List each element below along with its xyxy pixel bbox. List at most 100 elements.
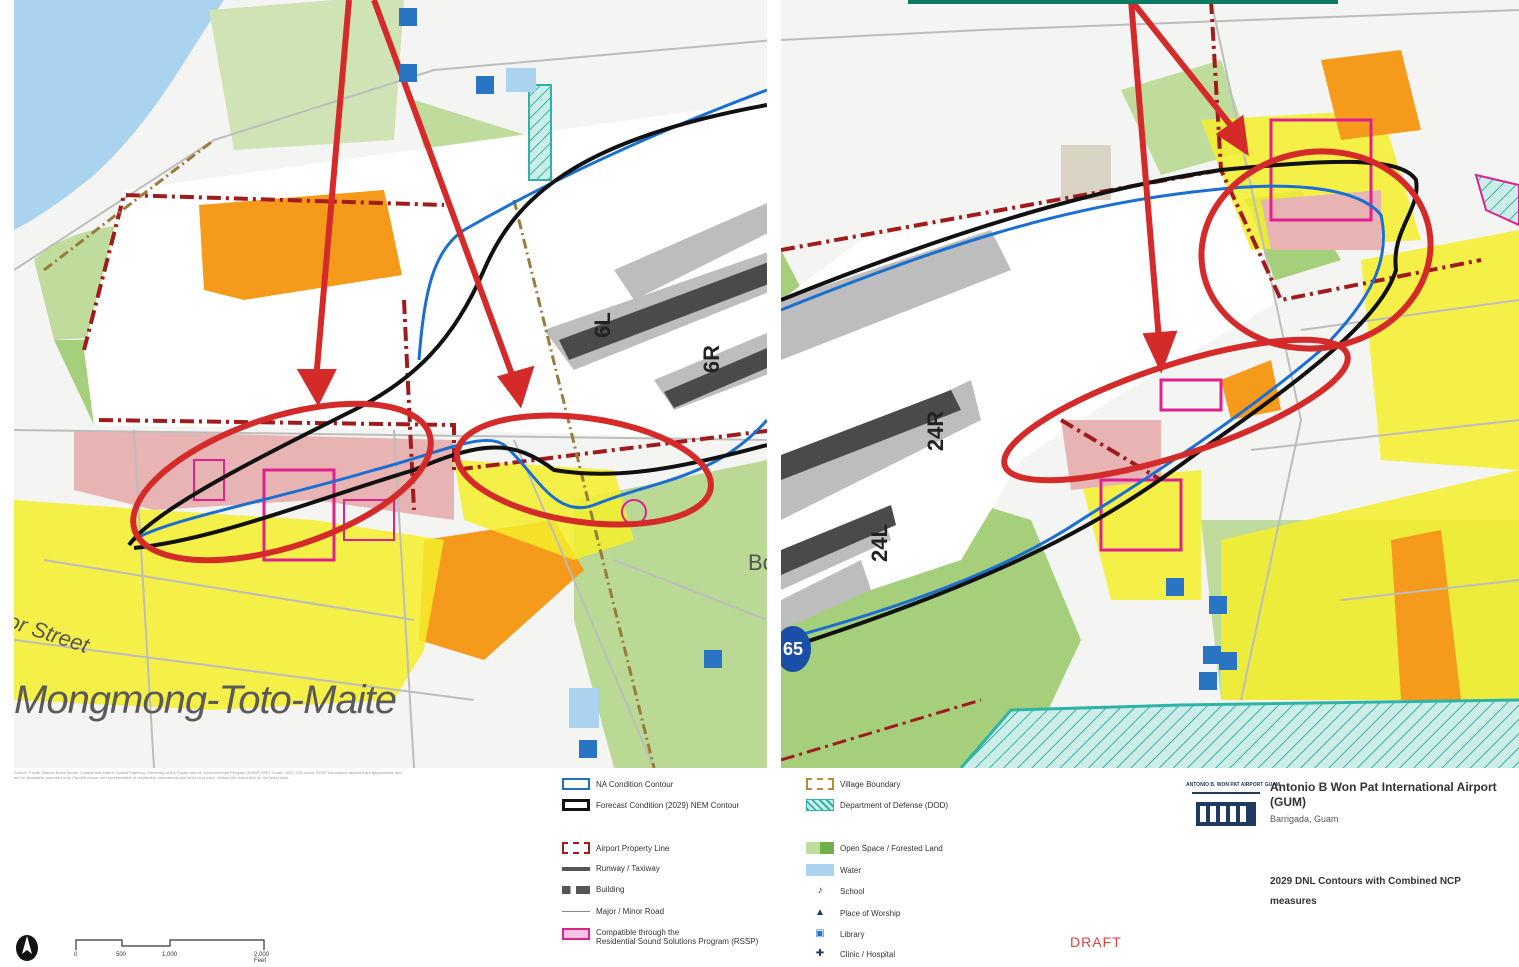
legend-item-dod: Department of Defense (DOD) [806, 799, 948, 811]
dod-boundary [959, 698, 1519, 768]
water-body [506, 68, 536, 92]
callout-arrows [296, 0, 535, 409]
legend-label: Building [596, 885, 625, 894]
map-right-canvas [781, 0, 1519, 768]
scale-tick: 1,000 [162, 952, 178, 958]
legend-label: School [840, 886, 865, 896]
library-markers [1166, 578, 1237, 690]
green-area [209, 0, 404, 150]
library-markers [399, 8, 722, 758]
legend-label: NA Condition Contour [596, 779, 674, 789]
legend-label: Department of Defense (DOD) [840, 800, 949, 810]
na-contour-line [781, 184, 1385, 642]
legend-label: Clinic / Hospital [840, 949, 896, 959]
clinic-icon: ✚ [815, 948, 825, 959]
legend-label: Forecast Condition (2029) NEM Contour [596, 800, 740, 810]
legend-item-runway: Runway / Taxiway [562, 864, 660, 873]
na-contour-line [133, 419, 767, 542]
airport-location: Barrigada, Guam [1270, 814, 1339, 824]
legend-item-open-space: Open Space / Forested Land [806, 842, 943, 854]
callout-arrows [1128, 0, 1249, 374]
village-boundary [43, 138, 656, 768]
building-icon [562, 885, 590, 894]
legend-item-building: Building [562, 885, 624, 894]
legend-item-worship: ▲ Place of Worship [806, 907, 900, 919]
legend-item-school: ♪ School [806, 885, 865, 897]
road-line-icon [562, 911, 590, 912]
rssp-cluster [193, 459, 225, 501]
scale-tick: 0 [74, 952, 78, 958]
runway-6l [559, 262, 767, 360]
green-box-icon [806, 842, 834, 854]
airport-logo-text: ANTONIO B. WON PAT AIRPORT GUAM [1186, 782, 1280, 788]
scale-tick: 2,000 Feet [254, 952, 270, 964]
callout-ellipse-left [130, 400, 434, 564]
map-panel-left[interactable]: Mongmong-Toto-Maite or Street Bc 6L 6R [14, 0, 767, 768]
runway-label-6r: 6R [699, 344, 725, 374]
road-network [781, 0, 1519, 701]
runway-label-6l: 6L [589, 312, 615, 338]
map-subtitle: 2029 DNL Contours with Combined NCP meas… [1270, 876, 1461, 907]
school-icon: ♪ [817, 885, 823, 896]
water-box-icon [806, 864, 834, 876]
place-label: Bc [748, 550, 767, 575]
legend-item-library: ▣ Library [806, 928, 864, 940]
map-left-canvas [14, 0, 767, 768]
rssp-cluster [1474, 173, 1519, 227]
blue-outline-box-icon [562, 778, 590, 790]
black-outline-box-icon [562, 799, 590, 811]
airport-property-line [781, 698, 982, 762]
callout-banner-edge [908, 0, 1338, 4]
legend-label: Library [840, 929, 865, 939]
forecast-contour-line [133, 443, 767, 550]
legend-label: Airport Property Line [596, 843, 670, 853]
parking-area [1061, 145, 1111, 200]
rssp-cluster [343, 499, 395, 541]
legend-item-water: Water [806, 864, 861, 876]
callout-ellipse-right [454, 412, 714, 528]
legend-label: Runway / Taxiway [596, 864, 660, 873]
multifamily-area [419, 520, 584, 660]
residential-area [1361, 230, 1519, 470]
airport-logo-icon [1192, 792, 1260, 826]
legend-label: Open Space / Forested Land [840, 843, 943, 853]
red-dashed-box-icon [562, 842, 590, 854]
rssp-cluster [1269, 118, 1373, 222]
brown-dashed-box-icon [806, 778, 834, 790]
legend-label-group: Compatible through the Residential Sound… [596, 928, 758, 946]
forecast-contour-line [127, 103, 767, 547]
scale-tick: 500 [116, 952, 127, 958]
airport-property-line [82, 192, 767, 511]
airport-logo: ANTONIO B. WON PAT AIRPORT GUAM [1186, 780, 1280, 830]
runway-label-24l: 24L [866, 524, 892, 562]
dod-parcel [528, 84, 552, 181]
legend-item-clinic: ✚ Clinic / Hospital [806, 948, 895, 960]
route-shield: 65 [781, 626, 811, 672]
water-body [569, 688, 599, 728]
magenta-box-icon [562, 928, 590, 940]
north-arrow-icon [14, 932, 40, 962]
map-panel-right[interactable]: 24R 24L 65 [781, 0, 1519, 768]
source-notes: Source: Pacific Islands Noise Model; Coa… [14, 770, 402, 780]
legend-item-forecast-contour: Forecast Condition (2029) NEM Contour [562, 799, 739, 811]
legend-item-na-contour: NA Condition Contour [562, 778, 673, 790]
scale-bar-graphic [75, 939, 265, 950]
dod-area [961, 700, 1519, 768]
runway-6r [664, 347, 767, 408]
legend-item-road: Major / Minor Road [562, 907, 664, 916]
runway-label-24r: 24R [923, 410, 949, 452]
legend-label: Compatible through the [596, 928, 680, 937]
draft-stamp: DRAFT [1070, 934, 1122, 950]
legend-label: Water [840, 865, 862, 875]
airport-name: Antonio B Won Pat International Airport … [1270, 780, 1497, 809]
legend-item-property-line: Airport Property Line [562, 842, 669, 854]
ocean-area [14, 0, 224, 230]
legend-label: Major / Minor Road [596, 907, 665, 916]
worship-icon: ▲ [815, 907, 825, 918]
scale-bar: 0 500 1,000 2,000 Feet [74, 934, 274, 964]
multifamily-area [199, 190, 402, 300]
multifamily-area [1321, 50, 1421, 140]
runway-24r [781, 390, 961, 480]
runway-24l [781, 505, 896, 575]
village-label: Mongmong-Toto-Maite [14, 678, 397, 722]
